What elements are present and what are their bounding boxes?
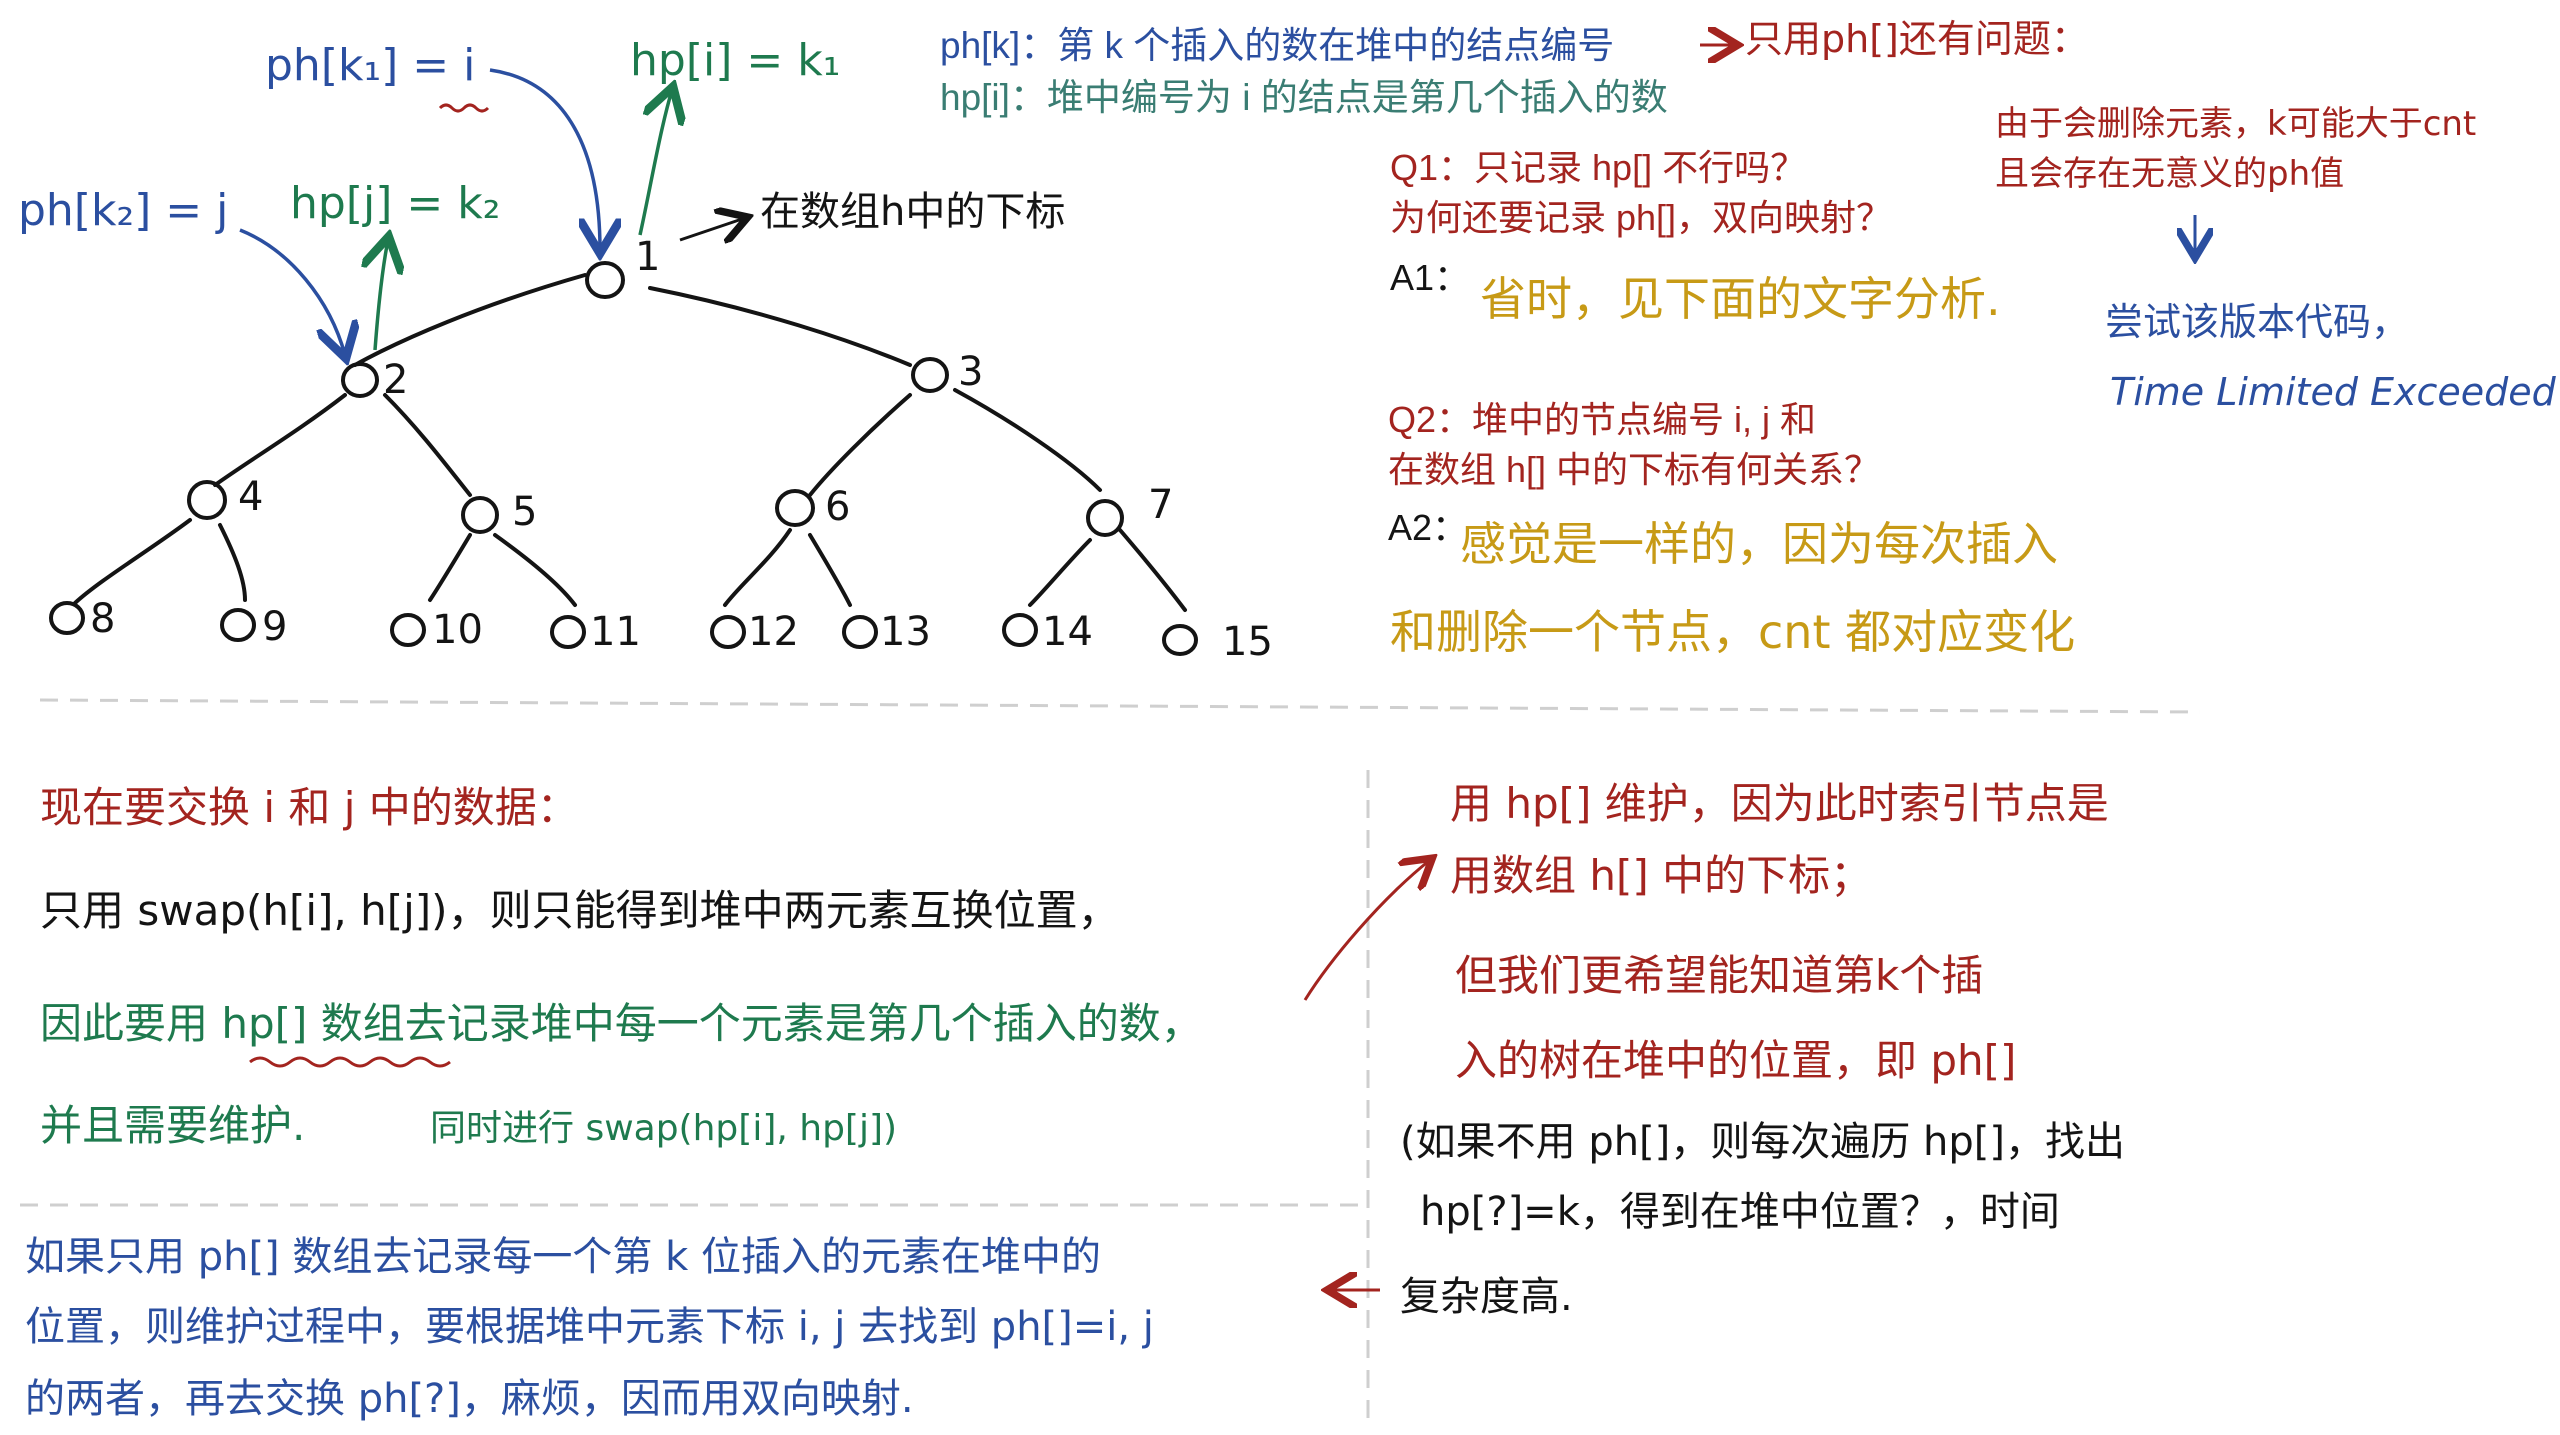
right-note-4: 入的树在堆中的位置，即 ph[] [1455,1036,2016,1085]
ph-k1-underline [438,103,490,113]
ph-k1-arrow [489,68,600,250]
side-note-4: Time Limited Exceeded [2110,370,2557,414]
node-2-label: 2 [383,357,408,403]
node-7-label: 7 [1148,482,1173,528]
tree-edges [73,273,1187,612]
hp-j-arrow [375,240,388,351]
hp-definition: hp[i]：堆中编号为 i 的结点是第几个插入的数 [940,77,1668,118]
left-note-2: 只用 swap(h[i], h[j])，则只能得到堆中两元素互换位置， [40,886,1120,935]
right-note-6: hp[?]=k，得到在堆中位置？，时间 [1420,1189,2060,1235]
hp-j-label: hp[j] = k₂ [290,178,500,229]
q1-line1: Q1：只记录 hp[] 不行吗？ [1390,147,1806,188]
node-3-label: 3 [958,349,983,395]
left-note-4b: 同时进行 swap(hp[i], hp[j]) [430,1108,897,1149]
q1-line2: 为何还要记录 ph[]，双向映射？ [1390,197,1892,238]
node-6-label: 6 [825,484,850,530]
node-5-label: 5 [512,489,537,535]
bottom-note-3: 的两者，再去交换 ph[?]，麻烦，因而用双向映射. [25,1376,914,1422]
a2-label: A2： [1388,507,1468,548]
side-note-1: 由于会删除元素，k可能大于cnt [1995,104,2476,144]
left-note-3: 因此要用 hp[] 数组去记录堆中每一个元素是第几个插入的数， [40,999,1203,1048]
node-9-label: 9 [262,604,287,650]
ph-k1-label: ph[k₁] = i [265,40,475,91]
node-14-label: 14 [1042,609,1093,655]
side-note-2: 且会存在无意义的ph值 [1995,154,2344,194]
right-note-1: 用 hp[] 维护，因为此时索引节点是 [1450,779,2109,828]
right-note-5: (如果不用 ph[]，则每次遍历 hp[]，找出 [1400,1119,2125,1165]
right-note-3: 但我们更希望能知道第k个插 [1455,951,1983,1000]
index-arrow [679,218,745,240]
bottom-note-2: 位置，则维护过程中，要根据堆中元素下标 i, j 去找到 ph[]=i, j [25,1304,1154,1350]
node-10-label: 10 [432,607,483,653]
ph-k2-label: ph[k₂] = j [18,185,228,236]
ph-note: 只用ph[]还有问题： [1745,17,2089,61]
q2-line2: 在数组 h[] 中的下标有何关系？ [1388,449,1880,490]
a1-text: 省时，见下面的文字分析. [1480,272,2001,326]
node-11-label: 11 [590,609,641,655]
index-label: 在数组h中的下标 [760,189,1065,235]
left-note-1: 现在要交换 i 和 j 中的数据： [40,783,579,832]
a2-line2: 和删除一个节点，cnt 都对应变化 [1390,605,2075,659]
node-1-label: 1 [635,234,660,280]
hp-underline [249,1056,451,1068]
a1-label: A1： [1390,257,1470,298]
hp-i-arrow [638,90,672,236]
node-12-label: 12 [748,609,799,655]
right-note-7: 复杂度高. [1400,1274,1573,1320]
node-4-label: 4 [238,474,263,520]
tree-node-circles [49,261,1198,656]
ph-definition: ph[k]：第 k 个插入的数在堆中的结点编号 [940,25,1614,66]
hp-i-label: hp[i] = k₁ [630,35,840,86]
node-13-label: 13 [880,609,931,655]
q2-line1: Q2：堆中的节点编号 i, j 和 [1388,399,1816,440]
side-note-3: 尝试该版本代码， [2105,300,2409,344]
node-15-label: 15 [1222,619,1273,665]
right-note-2: 用数组 h[] 中的下标； [1450,851,1872,900]
bottom-note-1: 如果只用 ph[] 数组去记录每一个第 k 位插入的元素在堆中的 [25,1234,1101,1280]
divider-horizontal-top [39,698,2201,714]
cross-arrow [1303,860,1430,1001]
node-8-label: 8 [90,596,115,642]
a2-line1: 感觉是一样的，因为每次插入 [1460,517,2058,571]
ph-k2-arrow [239,228,345,355]
left-note-4a: 并且需要维护. [40,1101,305,1150]
